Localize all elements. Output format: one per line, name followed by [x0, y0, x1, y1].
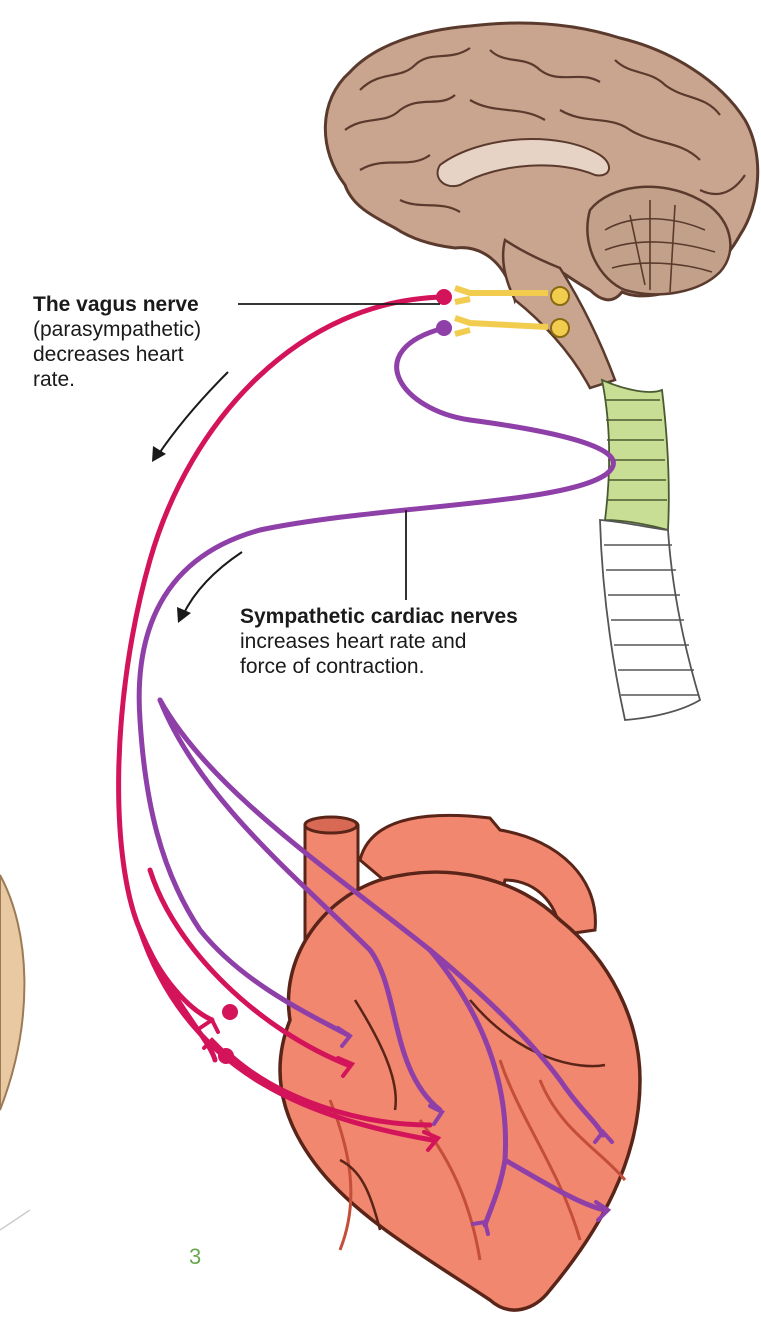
- sympathetic-nerves-description-line: increases heart rate and: [240, 629, 600, 654]
- page-number: 3: [189, 1244, 201, 1270]
- direction-arrow-sympathetic: [177, 552, 242, 623]
- vagus-nerve-description-line: (parasympathetic): [33, 317, 263, 342]
- sympathetic-nerves-title: Sympathetic cardiac nerves: [240, 604, 600, 629]
- vagus-nerve-label: The vagus nerve (parasympathetic) decrea…: [33, 292, 263, 392]
- spinal-column: [600, 380, 700, 720]
- brain: [325, 23, 757, 300]
- cropped-figure-left-edge: [0, 875, 30, 1230]
- sympathetic-nerves-label: Sympathetic cardiac nerves increases hea…: [240, 604, 600, 679]
- vagus-nerve-description-line: rate.: [33, 367, 263, 392]
- vagus-nerve-title: The vagus nerve: [33, 292, 263, 317]
- vagus-nerve-description-line: decreases heart: [33, 342, 263, 367]
- heart: [280, 815, 640, 1310]
- sympathetic-nerve-endpoint: [436, 320, 452, 336]
- sympathetic-nerves-description-line: force of contraction.: [240, 654, 600, 679]
